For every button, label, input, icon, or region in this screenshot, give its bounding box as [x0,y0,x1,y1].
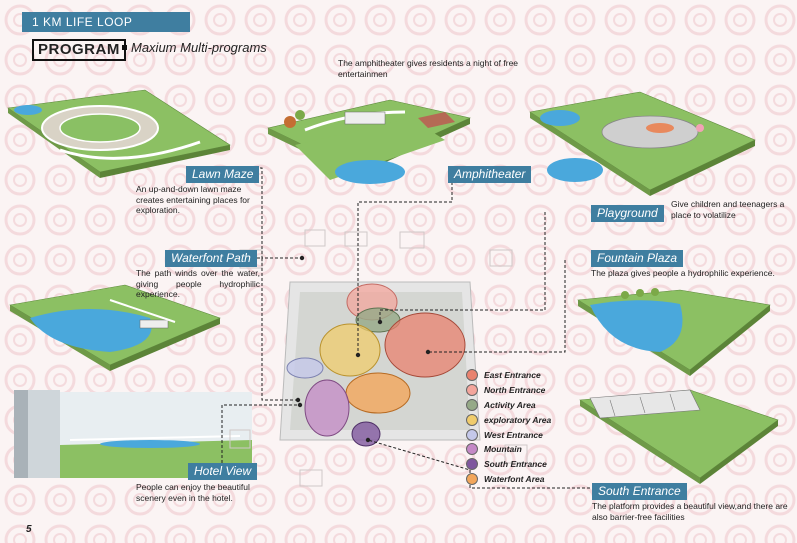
desc-hotel-view: People can enjoy the beautiful scenery e… [136,482,250,503]
legend-item: North Entrance [466,383,551,398]
legend-label: South Entrance [484,459,547,470]
label-playground: Playground [591,205,664,222]
fountain-plaza-illustration [577,288,771,376]
desc-fountain-plaza: The plaza gives people a hydrophilic exp… [591,268,775,278]
loop-title: 1 KM LIFE LOOP [32,15,133,29]
legend-item: Mountain [466,442,551,457]
desc-waterfont-path: The path winds over the water, giving pe… [136,268,260,299]
legend-item: Waterfont Area [466,472,551,487]
legend-item: East Entrance [466,368,551,383]
legend-swatch [466,472,478,485]
legend-item: exploratory Area [466,412,551,427]
legend-label: East Entrance [484,370,541,381]
program-subtitle: Maxium Multi-programs [131,40,267,55]
legend-item: South Entrance [466,457,551,472]
desc-lawn-maze: An up-and-down lawn maze creates enterta… [136,184,250,215]
legend-swatch [466,413,478,426]
legend-swatch [466,443,478,456]
label-lawn-maze: Lawn Maze [186,166,260,183]
program-tag: PROGRAM [32,39,126,61]
site-map [279,281,481,447]
label-amphitheater: Amphitheater [448,166,532,183]
legend-swatch [466,384,478,397]
legend-swatch [466,458,478,471]
amphitheater-illustration [267,99,471,184]
south-entrance-illustration [579,389,779,484]
legend: East Entrance North Entrance Activity Ar… [466,368,551,486]
desc-south-entrance: The platform provides a beautiful view,a… [592,501,788,522]
label-south-entrance: South Entrance [592,483,687,500]
label-hotel-view: Hotel View [188,463,258,480]
legend-label: Mountain [484,444,522,455]
waterfont-path-illustration [9,284,221,371]
desc-playground: Give children and teenagers a place to v… [671,199,785,220]
page-number: 5 [26,524,32,535]
legend-swatch [466,398,478,411]
lawn-maze-illustration [7,89,231,178]
legend-swatch [466,428,478,441]
legend-item: Activity Area [466,398,551,413]
legend-label: West Entrance [484,429,543,440]
playground-illustration [529,91,756,196]
legend-label: Activity Area [484,399,536,410]
desc-amphitheater: The amphitheater gives residents a night… [338,58,519,79]
legend-label: Waterfont Area [484,473,545,484]
program-bullet [122,45,127,50]
legend-label: exploratory Area [484,414,552,425]
leader-lines [212,167,595,489]
label-waterfont-path: Waterfont Path [165,250,257,267]
loop-title-bar: 1 KM LIFE LOOP [22,12,190,32]
legend-label: North Entrance [484,385,546,396]
legend-swatch [466,369,478,382]
legend-item: West Entrance [466,427,551,442]
leader-dots [295,255,431,443]
label-fountain-plaza: Fountain Plaza [591,250,684,267]
